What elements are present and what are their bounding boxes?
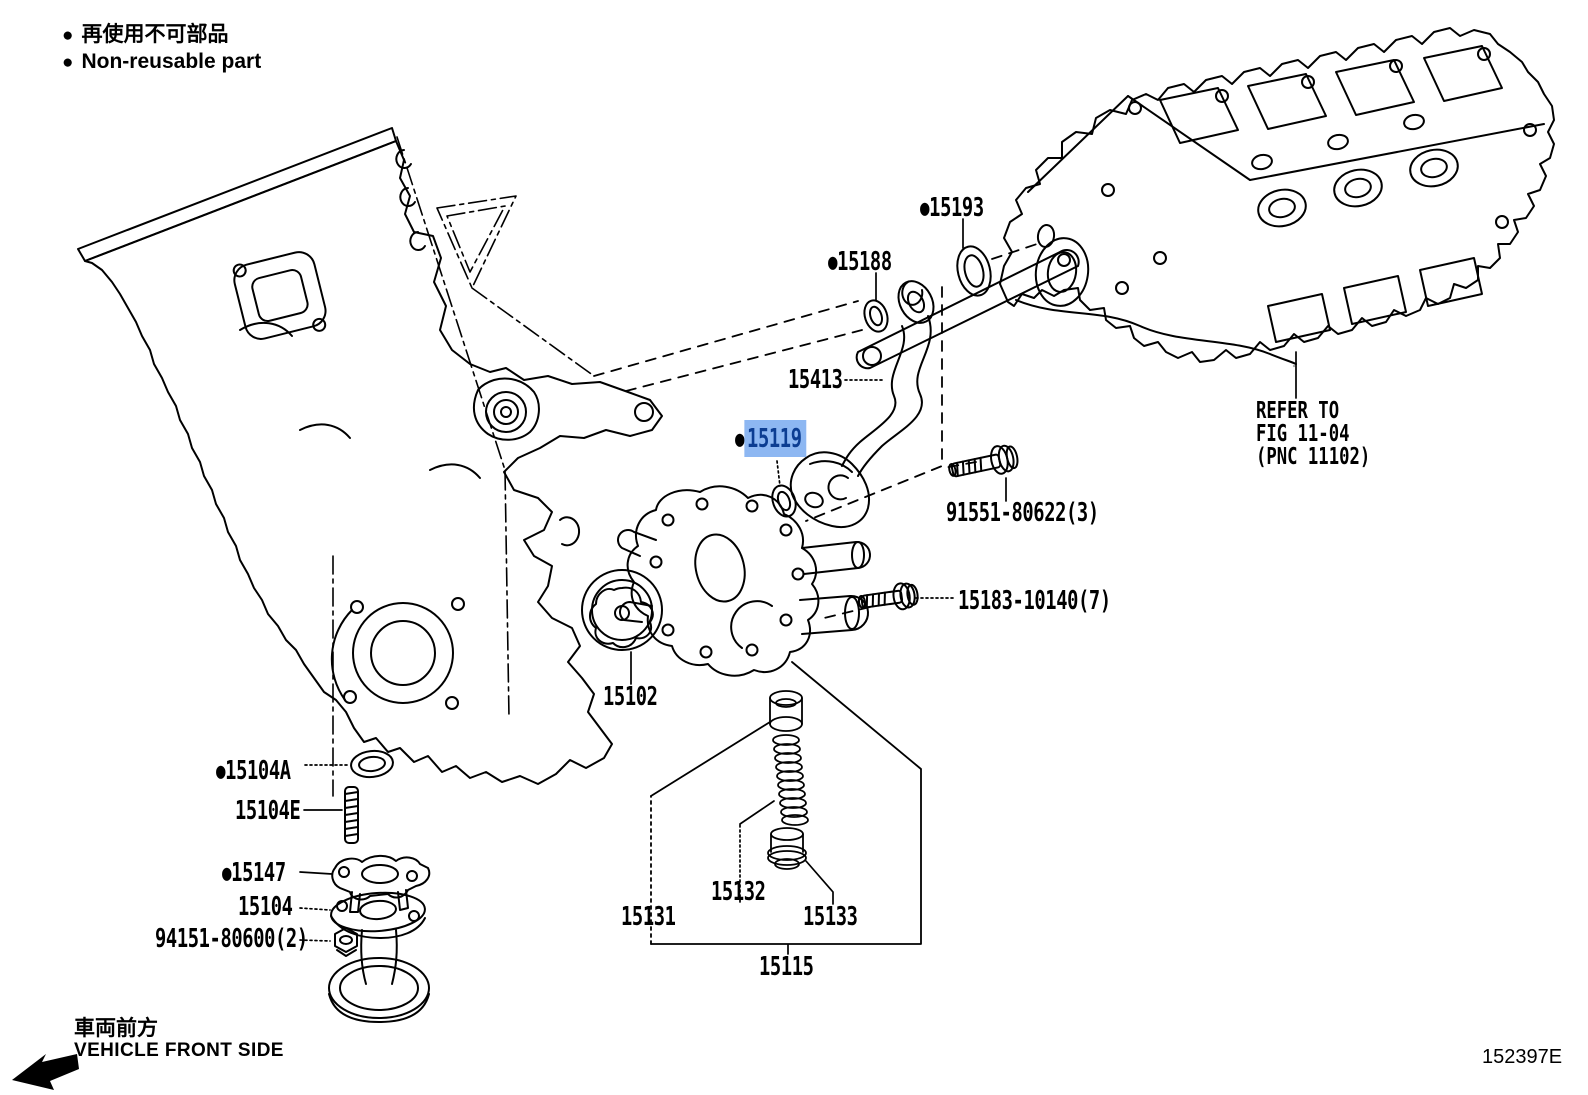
cylinder-head-drawing	[1000, 28, 1554, 366]
oil-strainer-group-drawing	[329, 787, 429, 1022]
vehicle-front-en: VEHICLE FRONT SIDE	[74, 1040, 284, 1061]
legend-en-text: Non-reusable part	[81, 50, 262, 73]
part-number: 15104A	[225, 756, 291, 786]
oil-pump-body-drawing	[618, 486, 870, 675]
assembly-dashed-lines	[594, 243, 1040, 618]
part-label-15104A[interactable]: ●15104A	[216, 758, 291, 784]
part-label-15147[interactable]: ●15147	[222, 860, 286, 886]
part-number: 15183-10140(7)	[958, 586, 1111, 616]
part-label-15193[interactable]: ●15193	[920, 195, 984, 221]
part-label-15188[interactable]: ●15188	[828, 249, 892, 275]
non-reusable-bullet-icon: ●	[828, 250, 838, 275]
part-number: 15193	[929, 193, 984, 223]
bolt-15183-drawing	[857, 581, 919, 615]
part-number: 15188	[837, 247, 892, 277]
part-number: 15102	[603, 682, 658, 712]
non-reusable-bullet-icon: ●	[216, 759, 226, 784]
non-reusable-bullet-icon: ●	[62, 25, 74, 46]
legend-jp-text: 再使用不可部品	[81, 23, 229, 46]
o-ring-15193-drawing	[952, 243, 995, 299]
part-label-15115[interactable]: 15115	[759, 954, 814, 980]
part-number: 15104	[238, 892, 293, 922]
part-number: 94151-80600(2)	[155, 924, 308, 954]
o-ring-15119-drawing	[768, 482, 800, 520]
part-label-94151-80600[interactable]: 94151-80600(2)	[155, 926, 308, 952]
bolt-91551-drawing	[947, 443, 1020, 485]
refer-note-line2: FIG 11-04	[1256, 421, 1350, 447]
non-reusable-bullet-icon: ●	[920, 196, 930, 221]
part-number: 15131	[621, 902, 676, 932]
part-number: 15104E	[235, 796, 301, 826]
part-number: 91551-80622(3)	[946, 498, 1099, 528]
part-number: 15413	[788, 365, 843, 395]
refer-note-line1: REFER TO	[1256, 398, 1340, 424]
figure-code: 152397E	[1482, 1046, 1563, 1068]
legend-row-jp: ● 再使用不可部品	[62, 24, 228, 45]
refer-note: REFER TO FIG 11-04 (PNC 11102)	[1256, 400, 1370, 469]
selected-part-highlight: 15119	[744, 420, 806, 457]
part-label-15102[interactable]: 15102	[603, 684, 658, 710]
timing-cover-drawing	[78, 128, 1079, 796]
o-ring-15104A-drawing	[350, 749, 394, 779]
oil-pipe-drawing	[791, 275, 941, 527]
relief-valve-group-drawing	[651, 662, 921, 944]
part-label-15133[interactable]: 15133	[803, 904, 858, 930]
part-number: 15132	[711, 877, 766, 907]
legend-row-en: ● Non-reusable part	[62, 51, 261, 72]
vehicle-front-jp: 車両前方	[74, 1017, 158, 1040]
part-label-15104E[interactable]: 15104E	[235, 796, 301, 826]
part-label-15131[interactable]: 15131	[621, 904, 676, 930]
non-reusable-bullet-icon: ●	[222, 861, 232, 886]
oil-pump-rotor-drawing	[582, 570, 662, 650]
part-label-91551-80622[interactable]: 91551-80622(3)	[946, 500, 1099, 526]
o-ring-15188-drawing	[861, 297, 892, 334]
part-label-15413[interactable]: 15413	[788, 367, 843, 393]
part-label-15132[interactable]: 15132	[711, 879, 766, 905]
part-number: 15133	[803, 902, 858, 932]
part-number: 15147	[231, 858, 286, 888]
non-reusable-bullet-icon: ●	[62, 52, 74, 73]
part-number: 15115	[759, 952, 814, 982]
part-label-15104[interactable]: 15104	[238, 894, 293, 920]
vehicle-front-arrow	[12, 1054, 79, 1090]
refer-note-line3: (PNC 11102)	[1256, 444, 1371, 470]
part-label-15183-10140[interactable]: 15183-10140(7)	[958, 588, 1111, 614]
non-reusable-bullet-icon: ●	[735, 427, 745, 452]
part-label-15119-selected[interactable]: ●15119	[735, 420, 806, 457]
leader-lines	[300, 219, 1296, 954]
